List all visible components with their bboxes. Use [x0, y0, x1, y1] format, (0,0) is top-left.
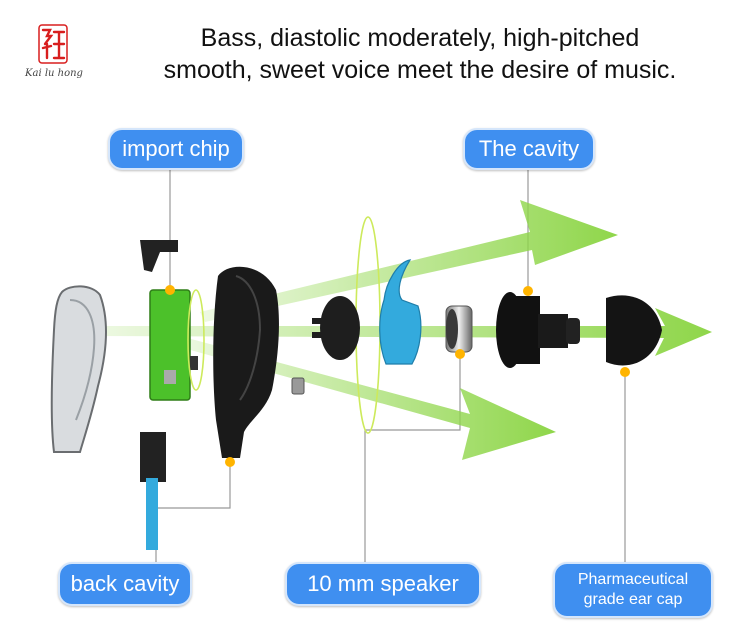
cavity-housing-icon	[213, 266, 279, 458]
speaker-magnet-icon	[445, 305, 473, 353]
screw-icon	[291, 377, 305, 395]
dot-back-cavity	[225, 457, 235, 467]
headline-line-2: smooth, sweet voice meet the desire of m…	[163, 56, 677, 84]
label-import-chip: import chip	[108, 128, 244, 170]
brand-signature: Kai lu hong	[25, 68, 83, 79]
cable-connector-icon	[140, 432, 166, 550]
label-back-cavity: back cavity	[58, 562, 192, 606]
sound-arrow-upper	[200, 200, 618, 322]
label-cavity: The cavity	[463, 128, 595, 170]
leader-speaker	[364, 354, 461, 562]
label-ear-cap: Pharmaceutical grade ear cap	[553, 562, 713, 618]
dot-import-chip	[165, 285, 175, 295]
leader-back-cavity	[155, 462, 231, 562]
dot-ear-cap	[620, 367, 630, 377]
label-ear-cap-line-2: grade ear cap	[583, 591, 683, 608]
ear-cap-icon	[606, 295, 662, 366]
brand-logo: Kai lu hong	[14, 24, 94, 88]
label-speaker: 10 mm speaker	[285, 562, 481, 606]
label-ear-cap-line-1: Pharmaceutical	[577, 571, 689, 588]
dot-speaker	[455, 349, 465, 359]
headline: Bass, diastolic moderately, high-pitched…	[110, 22, 730, 86]
speaker-frame-icon	[312, 296, 360, 360]
chip-clip-icon	[140, 240, 178, 272]
dot-cavity	[523, 286, 533, 296]
back-cavity-shell-icon	[50, 285, 107, 453]
callout-dots	[165, 285, 630, 467]
seal-logo-icon	[38, 24, 68, 64]
cavity-nozzle-icon	[496, 292, 580, 368]
headline-line-1: Bass, diastolic moderately, high-pitched	[200, 24, 640, 52]
speaker-wing-icon	[379, 259, 422, 365]
sound-ring-left	[187, 289, 205, 391]
